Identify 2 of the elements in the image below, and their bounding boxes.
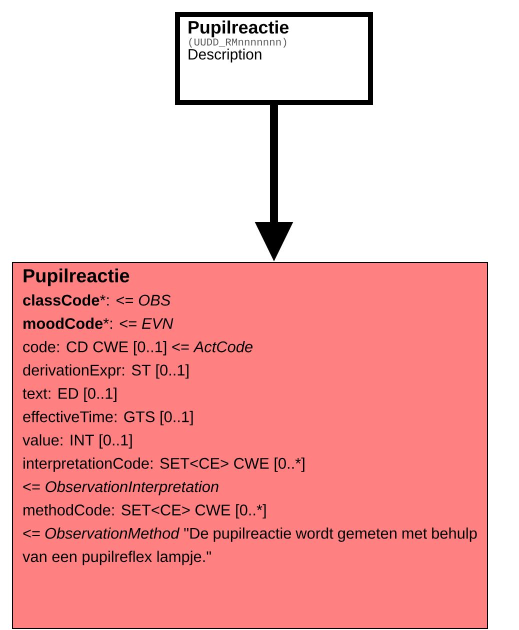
header-box: Pupilreactie (UUDD_RMnnnnnnn) Description bbox=[175, 12, 373, 105]
class-box: Pupilreactie classCode*: <= OBS moodCode*: <= EVN code: CD CWE [0..1] <= ActCode derivationExpr: ST [0..1] text: ED [0..1] effectiveTime: GTS [0..1] value: INT [0..1] interpretationCode: SET<CE> CWE [0..*] <= ObservationInterpretation methodCode: SET<CE> CWE [0..*] <= ObservationMethod "De pupilreactie wordt gemeten met behulp van een pupilreflex lampje." bbox=[12, 262, 488, 629]
